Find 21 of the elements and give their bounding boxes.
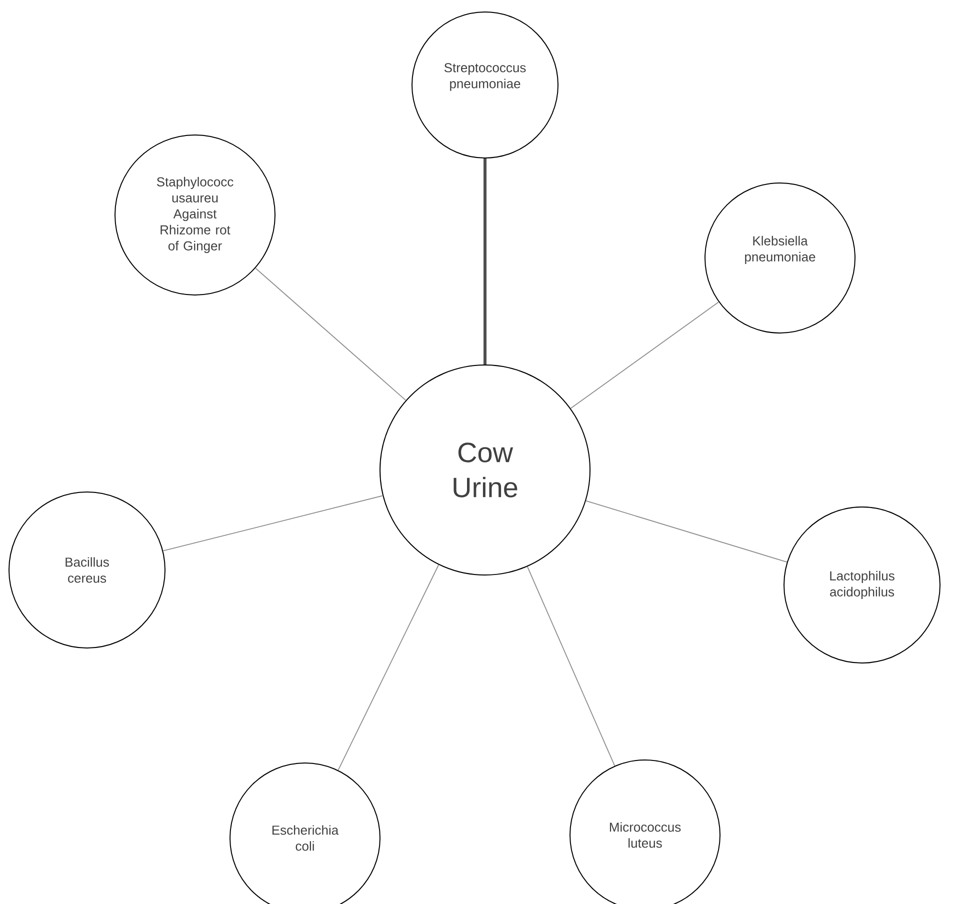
bubble-label: Cow Urine <box>454 442 518 498</box>
bubble-label: Escherichia coli <box>272 825 339 851</box>
bubble-circle <box>412 11 558 158</box>
connector-line <box>484 158 486 364</box>
bubble-label: Micrococcus luteus <box>610 822 681 848</box>
bubble-label: Klebsiella pneumoniae <box>745 236 816 264</box>
bubble-circle <box>704 182 856 334</box>
bubble-label: Lactophilus acidophilus <box>830 570 894 600</box>
connector-line <box>526 566 616 766</box>
bubble-circle <box>8 491 166 648</box>
connector-line <box>338 564 440 771</box>
bubble-label: Staphylococc usaureu Against Rhizome rot of Ginger <box>156 176 234 254</box>
bubble-circle <box>114 134 276 296</box>
connector-line <box>585 500 788 563</box>
bubble-label: Bacillus cereus <box>66 557 109 583</box>
connector-line <box>162 495 384 552</box>
bubble-circle <box>784 506 940 664</box>
connector-line <box>255 268 406 401</box>
bubble-label: Streptococcus pneumoniae <box>444 63 526 91</box>
center-circle <box>380 364 590 576</box>
connector-line <box>570 302 720 409</box>
